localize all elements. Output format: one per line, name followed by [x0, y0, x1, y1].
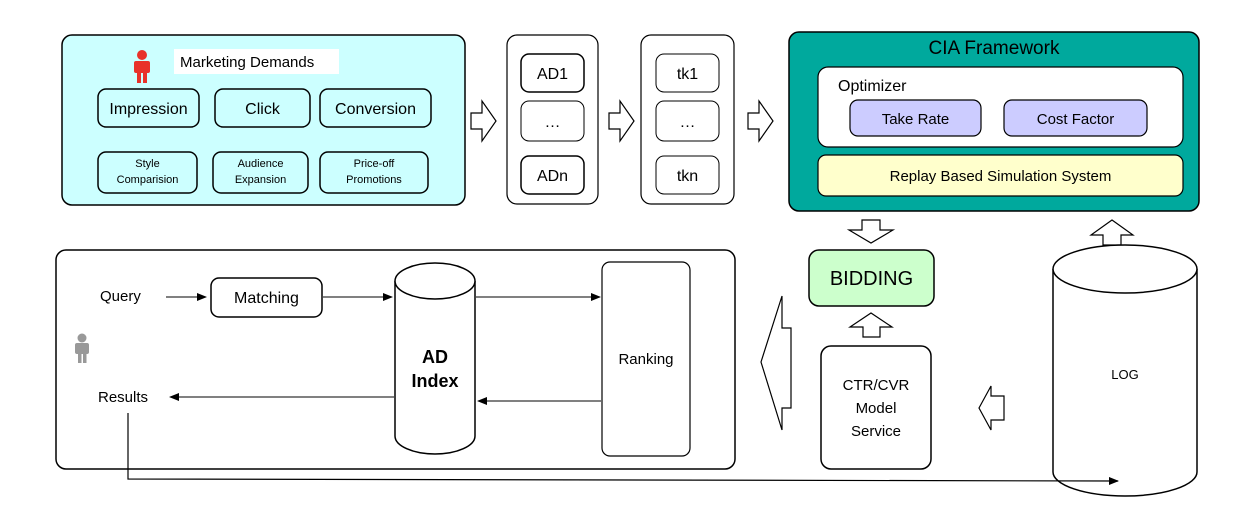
matching-label: Matching [234, 290, 299, 307]
ranking-box: Ranking [601, 261, 691, 457]
marketing-title: Marketing Demands [180, 54, 314, 71]
ad-item-ellipsis-label: … [545, 114, 561, 131]
strategy-price-line1: Price-off [354, 158, 396, 170]
ad-item-last: ADn [520, 155, 585, 195]
flow-arrow-bidding-to-search [760, 295, 792, 431]
cost-factor-label: Cost Factor [1037, 111, 1115, 128]
ctr-model-line3: Service [851, 423, 901, 440]
optimizer-label: Optimizer [838, 78, 907, 95]
query-label: Query [100, 288, 141, 305]
marketing-demands-panel: Marketing Demands Impression Click Conve… [61, 34, 466, 206]
token-item-last: tkn [655, 155, 720, 195]
token-item-last-label: tkn [677, 168, 698, 185]
arrow-results-to-log [127, 413, 1119, 485]
ctr-model-line2: Model [856, 400, 897, 417]
ctr-model-line1: CTR/CVR [843, 377, 910, 394]
ranking-label: Ranking [618, 351, 673, 368]
goal-conversion-label: Conversion [335, 101, 416, 118]
cia-framework-title: CIA Framework [929, 38, 1060, 59]
strategy-price-box: Price-off Promotions [319, 151, 429, 194]
matching-box: Matching [210, 277, 323, 318]
flow-arrow-log-to-model [978, 385, 1005, 431]
goal-click-box: Click [214, 88, 311, 128]
token-item-first: tk1 [655, 53, 720, 93]
goal-impression-label: Impression [109, 101, 187, 118]
flow-arrow-cia-to-bidding [846, 219, 896, 244]
strategy-audience-box: Audience Expansion [212, 151, 309, 194]
flow-arrow-tokens-to-cia [747, 99, 774, 143]
strategy-audience-line2: Expansion [235, 174, 286, 186]
log-label: LOG [1111, 367, 1138, 382]
ad-item-first: AD1 [520, 53, 585, 93]
strategy-audience-line1: Audience [238, 158, 284, 170]
flow-arrow-ads-to-tokens [608, 99, 635, 143]
user-icon [75, 333, 89, 363]
strategy-style-box: Style Comparision [97, 151, 198, 194]
token-item-ellipsis-label: … [680, 114, 696, 131]
token-item-ellipsis: … [655, 100, 720, 142]
token-item-first-label: tk1 [677, 66, 698, 83]
simulation-system-label: Replay Based Simulation System [890, 168, 1112, 185]
ad-item-last-label: ADn [537, 168, 568, 185]
bidding-label: BIDDING [830, 268, 913, 290]
token-list-panel: tk1 … tkn [640, 34, 735, 205]
flow-arrow-marketing-to-ads [470, 99, 497, 143]
ctr-cvr-model-box: CTR/CVR Model Service [820, 345, 932, 470]
goal-click-label: Click [245, 101, 281, 118]
ad-list-panel: AD1 … ADn [506, 34, 599, 205]
cia-framework-panel: CIA Framework Optimizer Take Rate Cost F… [788, 31, 1200, 212]
bidding-box: BIDDING [808, 249, 935, 307]
ad-index-cylinder: AD Index [394, 262, 476, 455]
ad-index-line1: AD [422, 347, 448, 367]
log-cylinder: LOG [1052, 244, 1198, 497]
simulation-system-box: Replay Based Simulation System [817, 154, 1184, 197]
strategy-price-line2: Promotions [346, 174, 402, 186]
take-rate-box: Take Rate [849, 99, 982, 137]
strategy-style-line2: Comparision [117, 174, 179, 186]
advertiser-icon [134, 50, 150, 83]
results-label: Results [98, 389, 148, 406]
ad-item-ellipsis: … [520, 100, 585, 142]
ad-index-line2: Index [411, 371, 458, 391]
goal-impression-box: Impression [97, 88, 200, 128]
flow-arrow-model-to-bidding [848, 312, 894, 338]
cost-factor-box: Cost Factor [1003, 99, 1148, 137]
search-engine-panel: Query Matching AD Index Ranking Results [55, 249, 736, 470]
goal-conversion-box: Conversion [319, 88, 432, 128]
marketing-title-background [174, 49, 339, 74]
ad-item-first-label: AD1 [537, 66, 568, 83]
take-rate-label: Take Rate [882, 111, 950, 128]
flow-arrow-log-to-cia [1089, 219, 1135, 246]
strategy-style-line1: Style [135, 158, 159, 170]
